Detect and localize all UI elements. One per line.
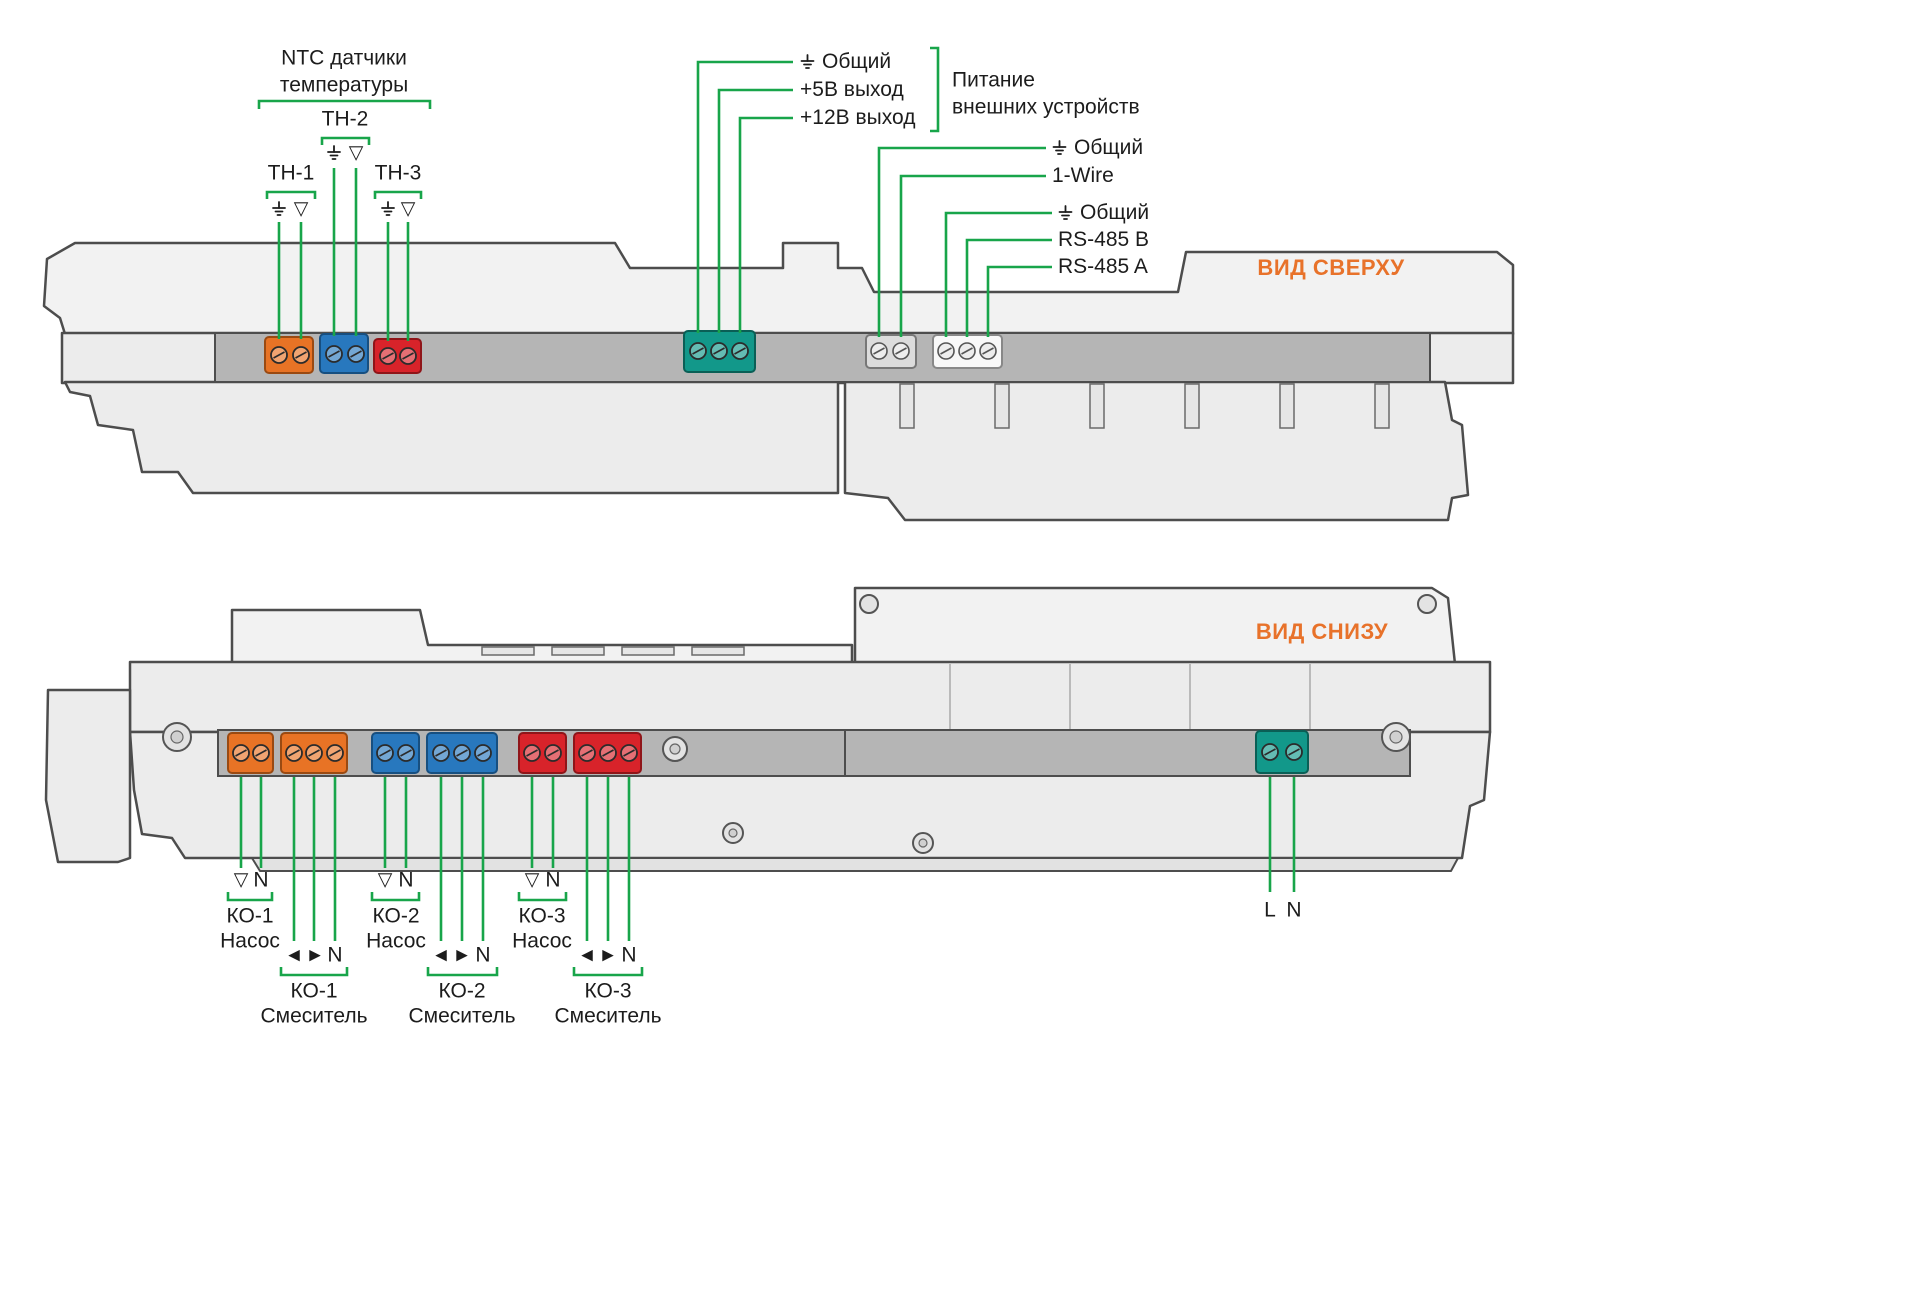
- pump3-phase-symbol: ▽: [524, 869, 540, 891]
- leader-lines-top: [257, 46, 1052, 341]
- ntc-group-label: NTC датчики температуры: [279, 46, 409, 97]
- mixer3-open-symbol: ◀: [581, 946, 593, 964]
- bottom-view-title: ВИД СНИЗУ: [1255, 619, 1389, 644]
- th3-label: ТН-3: [374, 161, 422, 185]
- terminal-ko2-mixer: [426, 732, 498, 774]
- terminal-th2: [319, 333, 369, 374]
- pump3-name-label: Насос: [512, 929, 572, 953]
- terminal-th3: [373, 338, 422, 374]
- terminal-th1: [264, 336, 314, 374]
- th3-phase-symbol: ▽: [400, 198, 416, 220]
- mixer2-open-symbol: ◀: [435, 946, 447, 964]
- th2-phase-symbol: ▽: [348, 142, 364, 164]
- pump1-id-label: КО-1: [226, 904, 274, 928]
- mixer1-open-symbol: ◀: [288, 946, 300, 964]
- mixer3-neutral-symbol: N: [621, 943, 637, 967]
- rs485-b-label: RS-485 B: [1058, 228, 1150, 251]
- mixer2-close-symbol: ▶: [456, 946, 468, 964]
- ground-icon: [1058, 205, 1073, 221]
- terminal-mains: [1255, 730, 1309, 774]
- terminal-ko2-pump: [371, 732, 420, 774]
- terminal-rs485: [932, 334, 1003, 369]
- top-view-device: [42, 241, 1515, 522]
- top-view-title: ВИД СВЕРХУ: [1257, 255, 1405, 280]
- terminal-ko3-pump: [518, 732, 567, 774]
- onewire-label: 1-Wire: [1052, 164, 1114, 187]
- terminal-1wire: [865, 334, 917, 369]
- terminal-ko3-mixer: [573, 732, 642, 774]
- pump2-phase-symbol: ▽: [377, 869, 393, 891]
- mixer3-name-label: Смеситель: [554, 1004, 662, 1028]
- mixer3-id-label: КО-3: [584, 979, 632, 1003]
- ground-icon: [1052, 140, 1067, 156]
- rs485-common-label: Общий: [1058, 201, 1149, 225]
- pump1-name-label: Насос: [220, 929, 280, 953]
- mains-n-label: N: [1286, 898, 1302, 922]
- power-group-label-line1: Питание: [952, 68, 1035, 92]
- terminal-power: [683, 330, 756, 373]
- mixer1-id-label: КО-1: [290, 979, 338, 1003]
- th1-label: ТН-1: [267, 161, 315, 185]
- terminal-ko1-pump: [227, 732, 274, 774]
- power-12v-label: +12В выход: [800, 106, 916, 129]
- mixer2-id-label: КО-2: [438, 979, 486, 1003]
- mixer1-close-symbol: ▶: [309, 946, 321, 964]
- mixer2-neutral-symbol: N: [475, 943, 491, 967]
- rs485-a-label: RS-485 A: [1058, 255, 1148, 278]
- pump1-neutral-symbol: N: [253, 868, 269, 892]
- ground-icon: [272, 201, 287, 217]
- mixer2-name-label: Смеситель: [408, 1004, 516, 1028]
- ground-icon: [800, 54, 815, 70]
- power-group-label-line2: внешних устройств: [952, 95, 1140, 119]
- pump2-id-label: КО-2: [372, 904, 420, 928]
- onewire-common-label: Общий: [1052, 136, 1143, 160]
- mixer1-name-label: Смеситель: [260, 1004, 368, 1028]
- ground-icon: [327, 145, 342, 161]
- mains-l-label: L: [1264, 898, 1276, 922]
- leader-lines-bottom: [226, 777, 1296, 977]
- terminal-ko1-mixer: [280, 732, 348, 774]
- pump2-neutral-symbol: N: [398, 868, 414, 892]
- power-5v-label: +5В выход: [800, 78, 904, 101]
- mixer3-close-symbol: ▶: [602, 946, 614, 964]
- pump1-phase-symbol: ▽: [233, 869, 249, 891]
- mixer1-neutral-symbol: N: [327, 943, 343, 967]
- ground-icon: [381, 201, 396, 217]
- pump2-name-label: Насос: [366, 929, 426, 953]
- pump3-id-label: КО-3: [518, 904, 566, 928]
- pump3-neutral-symbol: N: [545, 868, 561, 892]
- th2-label: ТН-2: [321, 107, 369, 131]
- power-common-label: Общий: [800, 50, 891, 74]
- th1-phase-symbol: ▽: [293, 198, 309, 220]
